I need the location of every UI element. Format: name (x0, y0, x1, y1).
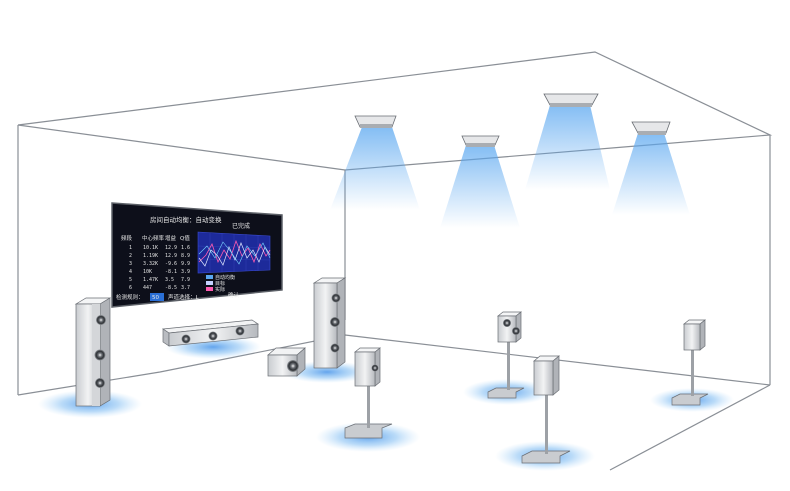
eq-cell: 3.9 (181, 269, 190, 275)
eq-cell: 447 (143, 285, 152, 291)
eq-cell: 3 (129, 261, 132, 267)
eq-cell: 3.32K (143, 261, 158, 267)
ceiling-speaker-1 (330, 115, 420, 210)
surround-stand-speaker-1 (344, 347, 393, 439)
graph-legend: 自动均衡 目标 实际 (206, 274, 235, 293)
legend-auto: 自动均衡 (215, 274, 235, 281)
eq-row: 3 3.32K -9.6 9.9 (129, 261, 190, 267)
eq-header-freq: 中心频率 (142, 234, 165, 242)
footer-detect-value: 50 (152, 295, 159, 301)
front-left-tower-speaker (74, 297, 112, 407)
subwoofer (267, 347, 306, 377)
screen-footer: 检测规则： 50 声道选择：L 确认 (116, 291, 240, 301)
eq-row: 1 10.1K 12.9 1.6 (129, 245, 190, 251)
eq-curve-target (198, 239, 271, 264)
screen-badge: 已完成 (232, 222, 250, 230)
front-right-tower-speaker (312, 277, 347, 369)
eq-cell: 5 (129, 277, 132, 283)
eq-cell: 1 (129, 245, 132, 251)
eq-cell: 12.9 (165, 253, 177, 259)
legend-target: 目标 (215, 280, 225, 287)
eq-cell: 7.9 (181, 277, 190, 283)
eq-header-gain: 增益 (165, 234, 177, 242)
eq-cell: 4 (129, 269, 132, 275)
eq-response-graph (197, 231, 271, 274)
eq-curve-auto (198, 241, 271, 265)
eq-cell: 10K (143, 269, 152, 275)
surround-stand-speaker-4 (671, 319, 709, 406)
eq-cell: 2 (129, 253, 132, 259)
eq-cell: 1.19K (143, 253, 158, 259)
screen-title: 房间自动均衡：自动变换 (150, 215, 222, 224)
eq-cell: 12.9 (165, 245, 177, 251)
eq-row: 2 1.19K 12.9 8.9 (129, 253, 190, 259)
ceiling-speaker-2 (440, 135, 520, 228)
eq-cell: 1.6 (181, 245, 190, 251)
surround-stand-speaker-3 (521, 355, 571, 464)
eq-header-band: 频段 (121, 234, 133, 242)
ceiling-speaker-4 (612, 121, 690, 215)
footer-confirm: 确认 (228, 291, 240, 299)
surround-stand-speaker-2 (487, 311, 525, 399)
legend-actual: 实际 (215, 286, 225, 293)
eq-cell: 9.9 (181, 261, 190, 267)
eq-row: 4 10K -8.1 3.9 (129, 269, 190, 275)
footer-channel: 声道选择：L (168, 293, 200, 301)
footer-detect-label: 检测规则： (116, 293, 144, 301)
eq-cell: 6 (129, 285, 132, 291)
eq-cell: 10.1K (143, 245, 158, 251)
ceiling-speaker-3 (525, 93, 610, 190)
eq-cell: -9.6 (165, 261, 177, 267)
eq-cell: 3.5 (165, 277, 174, 283)
eq-cell: -8.5 (165, 285, 177, 291)
eq-header-q: Q值 (180, 234, 190, 242)
tv-screen: 房间自动均衡：自动变换 已完成 频段 中心频率 增益 Q值 1 10.1K 12… (111, 202, 283, 308)
floor-glow-pools (38, 335, 734, 471)
eq-row: 5 1.47K 3.5 7.9 (129, 277, 190, 283)
eq-table: 频段 中心频率 增益 Q值 1 10.1K 12.9 1.6 2 1.19K 1… (121, 234, 190, 291)
eq-row: 6 447 -8.5 3.7 (129, 285, 190, 291)
eq-cell: 3.7 (181, 285, 190, 291)
eq-curve-actual (198, 242, 271, 267)
center-speaker (161, 319, 260, 347)
eq-cell: -8.1 (165, 269, 177, 275)
eq-cell: 8.9 (181, 253, 190, 259)
eq-cell: 1.47K (143, 277, 158, 283)
